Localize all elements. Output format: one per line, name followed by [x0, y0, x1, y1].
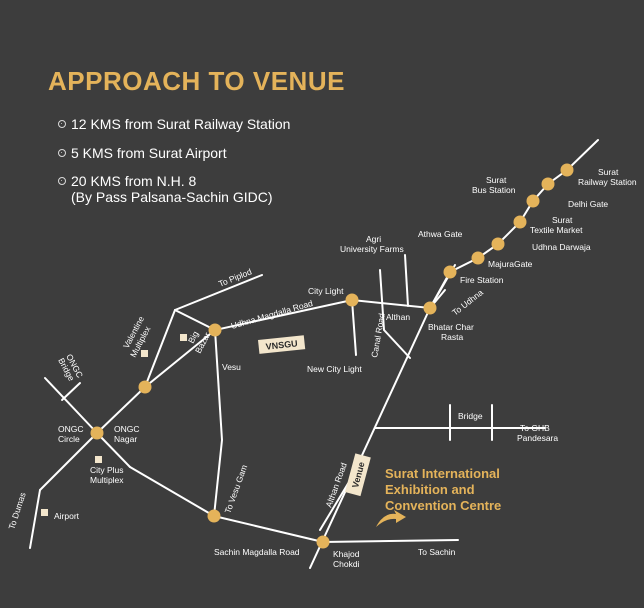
label-to-sachin: To Sachin: [418, 547, 456, 557]
venue-tag: Venue: [345, 453, 371, 497]
road-vesu-khajod: [213, 515, 324, 543]
venue-name-line: Convention Centre: [385, 498, 502, 513]
label-ongc-nagar-1: ONGC: [114, 424, 140, 434]
road-ongc-bridge: [44, 377, 98, 434]
label-khajod-1: Khajod: [333, 549, 360, 559]
road-piplod-2: [174, 274, 263, 311]
junction-vesu: [208, 323, 222, 337]
junction-delhi-gate: [526, 194, 540, 208]
junction-khajod: [316, 535, 330, 549]
label-fire-station: Fire Station: [460, 275, 504, 285]
label-bhatar-2: Rasta: [441, 332, 463, 342]
junction-railway-station: [560, 163, 574, 177]
label-textile-2: Textile Market: [530, 225, 583, 235]
label-surat-railway-1: Surat: [598, 167, 619, 177]
junction-fire-station: [443, 265, 457, 279]
distance-item-railway: 12 KMS from Surat Railway Station: [58, 116, 290, 132]
junction-city-light: [345, 293, 359, 307]
label-althan: Althan: [386, 312, 410, 322]
label-ongc-circle-1: ONGC: [58, 424, 84, 434]
label-sachin-magdalla: Sachin Magdalla Road: [214, 547, 300, 557]
junction-bhatar: [423, 301, 437, 315]
label-bridge: Bridge: [458, 411, 483, 421]
label-vesu: Vesu: [222, 362, 241, 372]
page-title: APPROACH TO VENUE: [48, 66, 345, 96]
road-canal: [309, 307, 431, 569]
label-ghb-1: To GHB: [520, 423, 550, 433]
label-to-dumas: To Dumas: [6, 491, 27, 530]
bullet-icon: [58, 149, 66, 157]
vnsgu-tag: VNSGU: [258, 335, 306, 354]
airport-marker: [41, 509, 48, 516]
label-canal-road: Canal Road: [369, 312, 387, 358]
label-to-vesu-gam: To Vesu Gam: [222, 463, 249, 514]
road-agri-1: [404, 254, 409, 307]
label-athwa-gate: Athwa Gate: [418, 229, 463, 239]
label-bus-station-1: Surat: [486, 175, 507, 185]
landmarks: [41, 334, 187, 516]
label-textile-1: Surat: [552, 215, 573, 225]
junction-bus-station: [541, 177, 555, 191]
junction-ongc: [90, 426, 104, 440]
junctions: [90, 163, 574, 549]
road-agri-2: [351, 299, 357, 356]
label-surat-railway-2: Railway Station: [578, 177, 637, 187]
label-delhi-gate: Delhi Gate: [568, 199, 608, 209]
road-piplod: [174, 309, 216, 331]
venue-name: Surat International Exhibition and Conve…: [385, 466, 501, 514]
bullet-icon: [58, 120, 66, 128]
junction-textile-market: [513, 215, 527, 229]
label-new-city-light: New City Light: [307, 364, 362, 374]
distance-item-nh8: 20 KMS from N.H. 8(By Pass Palsana-Sachi…: [58, 173, 273, 205]
label-agri-2: University Farms: [340, 244, 404, 254]
label-udhna-magdalla: Udhna Magdalla Road: [230, 298, 314, 331]
junction-valentine: [138, 380, 152, 394]
junction-majura-gate: [471, 251, 485, 265]
road-vesu-valentine: [144, 309, 176, 388]
distance-text: 12 KMS from Surat Railway Station: [71, 116, 291, 132]
label-ghb-2: Pandesara: [517, 433, 558, 443]
label-city-light: City Light: [308, 286, 344, 296]
road-althan: [379, 269, 411, 359]
distance-text: 20 KMS from N.H. 8: [71, 173, 197, 189]
junction-vesu-gam: [207, 509, 221, 523]
road-to-sachin: [322, 539, 459, 543]
label-to-udhna: To Udhna: [450, 287, 485, 317]
label-khajod-2: Chokdi: [333, 559, 360, 569]
label-airport: Airport: [54, 511, 80, 521]
venue-arrow-icon: [376, 510, 406, 527]
bullet-icon: [58, 177, 66, 185]
road-bridge-tick: [61, 382, 81, 401]
road-ongc-vesu: [96, 386, 146, 434]
road-ongc-vesugam: [129, 466, 215, 517]
cityplus-marker: [95, 456, 102, 463]
label-cityplus-2: Multiplex: [90, 475, 124, 485]
venue-name-line: Exhibition and: [385, 482, 475, 497]
road-dumas: [39, 432, 98, 491]
venue-name-line: Surat International: [385, 466, 500, 481]
label-bus-station-2: Bus Station: [472, 185, 516, 195]
distance-subtext: (By Pass Palsana-Sachin GIDC): [71, 189, 273, 205]
label-cityplus-1: City Plus: [90, 465, 124, 475]
road-ongc-cityplus: [96, 432, 131, 468]
label-bhatar-1: Bhatar Char: [428, 322, 474, 332]
label-ongc-circle-2: Circle: [58, 434, 80, 444]
valentine-marker: [141, 350, 148, 357]
label-ongc-nagar-2: Nagar: [114, 434, 137, 444]
vnsgu-label: VNSGU: [265, 338, 298, 351]
distance-item-airport: 5 KMS from Surat Airport: [58, 145, 227, 161]
road-dumas-2: [29, 489, 41, 549]
road-vesu-gam: [213, 329, 224, 517]
map-labels: Surat Railway Station Surat Bus Station …: [6, 167, 636, 569]
bigbazar-marker: [180, 334, 187, 341]
label-udhna-darwaja: Udhna Darwaja: [532, 242, 591, 252]
distance-text: 5 KMS from Surat Airport: [71, 145, 227, 161]
label-majura-gate: MajuraGate: [488, 259, 533, 269]
label-agri-1: Agri: [366, 234, 381, 244]
road-network: [29, 139, 599, 569]
junction-udhna-darwaja: [491, 237, 505, 251]
